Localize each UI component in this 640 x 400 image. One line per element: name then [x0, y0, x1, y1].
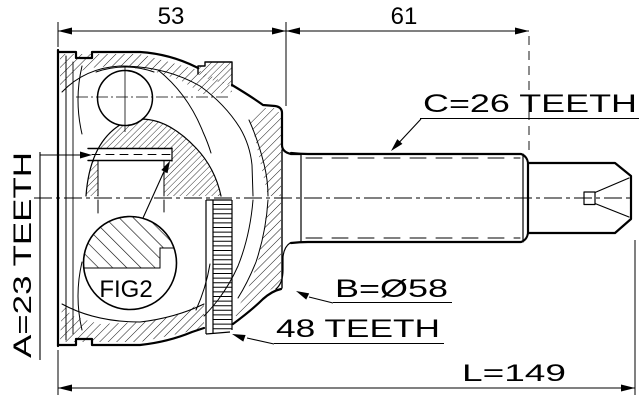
callout-spline-a: A=23 TEETH [9, 151, 92, 360]
hub-face [98, 161, 164, 196]
bell-wall-top-hatch [60, 54, 232, 95]
callout-spline-c: C=26 TEETH [391, 90, 639, 151]
dim-arrow [621, 384, 635, 392]
outer-race-bell [56, 48, 302, 348]
spline-c-arrow [391, 139, 403, 151]
spline-c-label: C=26 TEETH [423, 90, 637, 118]
dimension-53 [57, 22, 287, 106]
fig2-leader-line [142, 166, 167, 219]
fig2-hatch [83, 215, 175, 269]
abs-teeth-leader [246, 337, 444, 345]
dim-arrow [515, 27, 529, 35]
bell-wall-flange-bottom-hatch [234, 200, 281, 320]
dimension-length [57, 240, 636, 395]
spline-c-leader [393, 117, 639, 149]
dimension-61 [286, 27, 530, 152]
abs-teeth-arrow [232, 334, 246, 342]
spline-a-arrow [80, 151, 92, 159]
callout-abs-teeth: 48 TEETH [232, 315, 444, 345]
dim-arrow [58, 384, 72, 392]
spline-bore [88, 148, 172, 161]
dim-arrow [58, 27, 72, 35]
dim-61-label: 61 [391, 3, 418, 30]
length-label: L=149 [462, 360, 566, 387]
diameter-b-arrow [296, 291, 310, 300]
callout-diameter-b: B=Ø58 [296, 275, 452, 304]
fig2-balloon-label: FIG2 [99, 276, 152, 303]
abs-ring-section-hatch [198, 62, 232, 86]
diameter-b-leader [308, 296, 452, 304]
abs-teeth-label: 48 TEETH [276, 315, 440, 343]
diameter-b-label: B=Ø58 [335, 275, 448, 303]
shaft-spline-lines [305, 157, 521, 239]
fig2-leader-arrow [161, 161, 170, 174]
bell-wall-bottom-hatch [60, 302, 204, 342]
bell-wall-flange-top-hatch [249, 108, 281, 196]
dim-53-label: 53 [158, 3, 185, 30]
spline-a-label: A=23 TEETH [9, 152, 37, 358]
abs-tooth-ring [205, 199, 233, 335]
spline-a-leader [39, 152, 82, 360]
dim-arrow [286, 27, 300, 35]
dim-arrow [272, 27, 286, 35]
fig2-detail-balloon: FIG2 [82, 161, 178, 311]
